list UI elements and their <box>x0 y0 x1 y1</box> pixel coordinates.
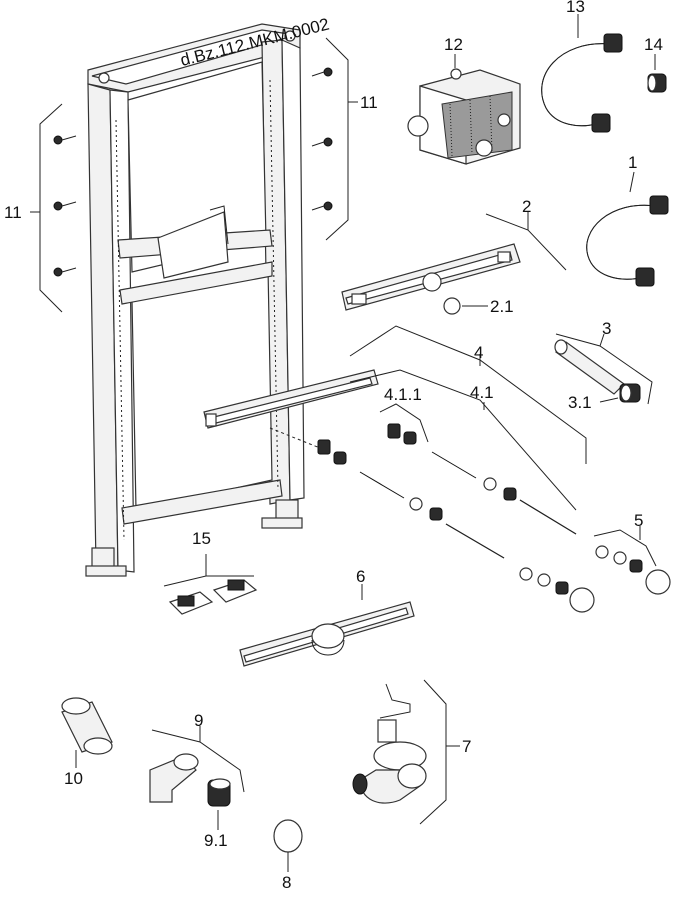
part-6-drain-rail: 6 <box>239 567 415 667</box>
label-11-left: 11 <box>4 203 22 222</box>
label-15: 15 <box>192 529 211 548</box>
label-3-1: 3.1 <box>568 393 592 412</box>
part-3-1-fitting: 3.1 <box>568 383 641 412</box>
screw-icon <box>53 267 77 277</box>
label-4: 4 <box>474 343 483 362</box>
part-1-flex-hose: 1 <box>586 153 669 287</box>
label-14: 14 <box>644 35 663 54</box>
part-11-screws-right: 11 <box>311 37 378 241</box>
label-2: 2 <box>522 197 531 216</box>
label-11-right: 11 <box>360 93 378 112</box>
part-9-1-seal: 9.1 <box>204 778 231 850</box>
part-13-flex-hose: 13 <box>541 0 623 133</box>
label-4-1: 4.1 <box>470 383 494 402</box>
part-2-1-ring: 2.1 <box>443 297 514 316</box>
part-12-concealed-box: 12 <box>407 35 521 165</box>
part-10-pipe-connector: 10 <box>61 697 113 788</box>
part-4-1-threaded-rods: 4.1 <box>349 369 577 559</box>
label-8: 8 <box>282 873 291 892</box>
part-4-1-1-clamp: 4.1.1 <box>317 385 429 465</box>
label-13: 13 <box>566 0 585 16</box>
part-5-end-cap-set: 5 <box>593 511 671 595</box>
label-9-1: 9.1 <box>204 831 228 850</box>
part-7-siphon: 7 <box>352 679 471 825</box>
part-2-mounting-rail: 2 <box>341 197 567 311</box>
part-4-rail-set: 4 <box>203 325 587 464</box>
label-4-1-1: 4.1.1 <box>384 385 422 404</box>
label-6: 6 <box>356 567 365 586</box>
part-11-screws-left: 11 <box>4 103 77 313</box>
screw-icon <box>53 201 77 211</box>
label-1: 1 <box>628 153 637 172</box>
label-7: 7 <box>462 737 471 756</box>
part-14-nut: 14 <box>644 35 667 93</box>
part-9-elbow: 9 <box>149 711 245 803</box>
label-10: 10 <box>64 769 83 788</box>
screw-icon <box>311 137 333 147</box>
part-15-brackets: 15 <box>163 529 258 615</box>
label-5: 5 <box>634 511 643 530</box>
screw-icon <box>53 135 77 145</box>
installation-frame: d.Bz.112.MKM.0002 <box>85 14 331 577</box>
screw-icon <box>311 67 333 77</box>
screw-icon <box>311 201 333 211</box>
label-3: 3 <box>602 319 611 338</box>
label-9: 9 <box>194 711 203 730</box>
part-4-nuts-washers <box>409 477 595 613</box>
part-8-cap: 8 <box>273 819 303 892</box>
label-2-1: 2.1 <box>490 297 514 316</box>
label-12: 12 <box>444 35 463 54</box>
